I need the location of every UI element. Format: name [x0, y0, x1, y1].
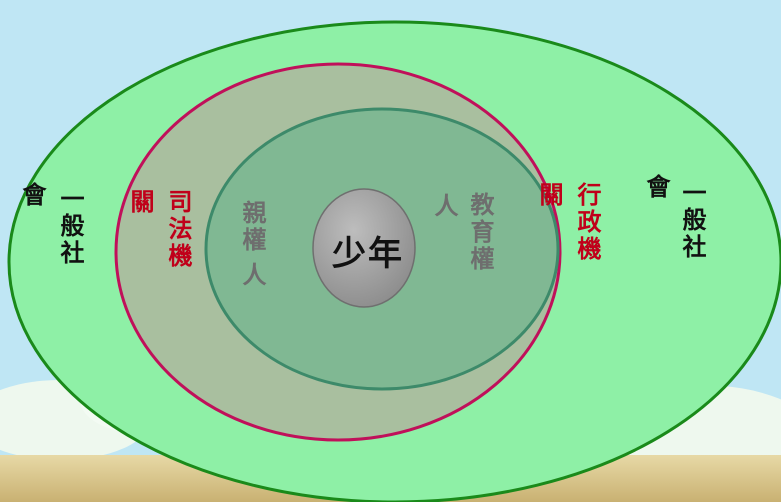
center-label: 少年: [332, 234, 404, 274]
middle-right-col1: 關: [535, 182, 564, 209]
outer-left-col2: 一般社: [56, 186, 85, 267]
middle-left-col1: 關: [126, 189, 155, 216]
inner-right-col1: 人: [430, 193, 459, 220]
middle-right-col2: 行政機: [573, 182, 602, 263]
outer-left-col1: 會: [18, 182, 47, 209]
middle-left-col2: 司法機: [164, 189, 193, 270]
center-circle: [312, 188, 416, 308]
inner-right-col2: 教育權: [466, 192, 495, 273]
outer-right-col2: 一般社: [678, 180, 707, 261]
outer-right-col1: 會: [642, 174, 671, 201]
inner-left-col1: 親權: [238, 200, 267, 254]
inner-left-col2: 人: [238, 262, 267, 289]
